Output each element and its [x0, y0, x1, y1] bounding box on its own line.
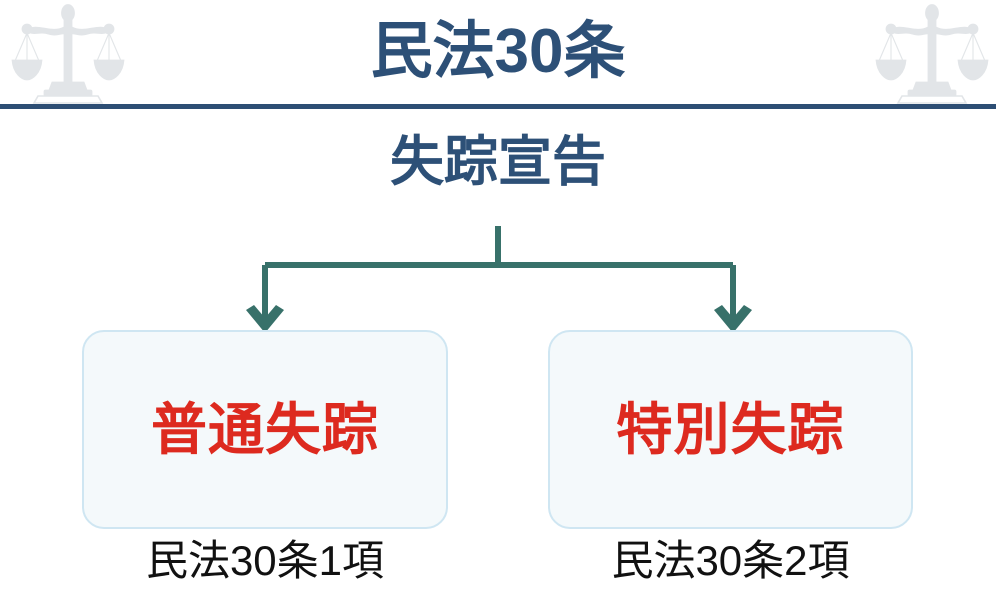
arrowhead-left [246, 305, 284, 333]
node-label: 特別失踪 [616, 397, 845, 461]
header-divider [0, 104, 996, 109]
node-caption: 民法30条2項 [611, 537, 850, 584]
node-caption: 民法30条1項 [145, 537, 385, 584]
node-label: 普通失踪 [151, 397, 379, 461]
page-title: 民法30条 [370, 17, 626, 86]
node-box-tokubetsu-shisso[interactable]: 特別失踪 [548, 330, 913, 529]
arrowhead-right [714, 305, 752, 333]
scales-of-justice-icon [875, 4, 989, 104]
connector-arrows [246, 226, 752, 333]
slide-header: 民法30条 [0, 0, 996, 110]
diagram-root-label: 失踪宣告 [390, 132, 606, 192]
scales-of-justice-icon [11, 4, 125, 104]
node-box-futsu-shisso[interactable]: 普通失踪 [82, 330, 448, 529]
